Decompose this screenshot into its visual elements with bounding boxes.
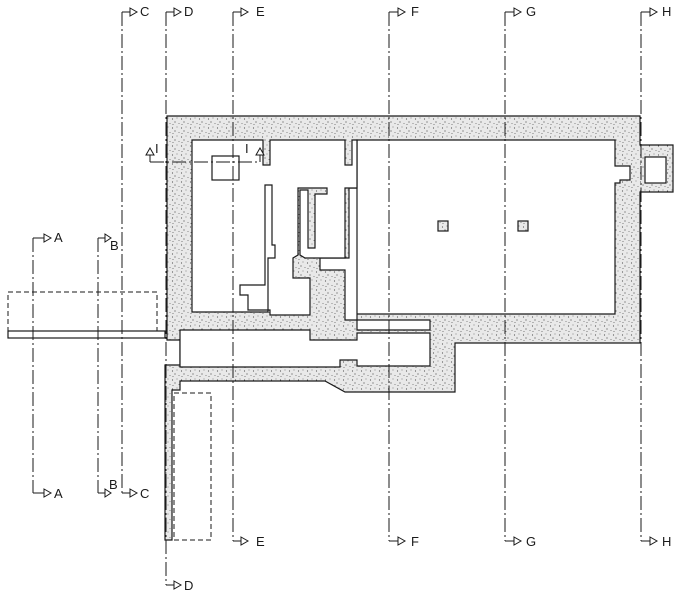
west-walkway: [7, 330, 166, 339]
column-1: [437, 220, 449, 232]
marker-i-right-arrow: [255, 146, 265, 162]
marker-h-top-label: H: [662, 4, 671, 19]
marker-d-bottom-arrow: [166, 580, 183, 590]
marker-g-top-label: G: [526, 4, 536, 19]
marker-c-bottom-label: C: [140, 486, 149, 501]
marker-d-bottom-label: D: [184, 578, 193, 593]
section-markers: A A B B C C D D E E F F G: [33, 4, 671, 593]
marker-d-top-label: D: [184, 4, 193, 19]
section-lines: [32, 12, 642, 585]
interior-square: [211, 155, 240, 181]
marker-e-bottom-arrow: [233, 536, 250, 546]
marker-a-top-label: A: [54, 230, 63, 245]
marker-b-bottom-arrow: [98, 488, 112, 498]
marker-e-top-arrow: [233, 7, 250, 17]
column-2: [517, 220, 529, 232]
marker-i-left-label: I: [155, 141, 159, 156]
marker-e-bottom-label: E: [256, 534, 265, 549]
marker-h-bottom-label: H: [662, 534, 671, 549]
marker-d-top-arrow: [166, 7, 183, 17]
building-walls: [164, 115, 674, 541]
marker-g-bottom-label: G: [526, 534, 536, 549]
marker-g-top-arrow: [505, 7, 523, 17]
south-platform-outline: [173, 392, 212, 541]
marker-h-bottom-arrow: [641, 536, 659, 546]
marker-f-top-arrow: [389, 7, 407, 17]
marker-f-bottom-arrow: [389, 536, 407, 546]
marker-b-bottom-label: B: [109, 477, 118, 492]
marker-a-bottom-label: A: [54, 486, 63, 501]
marker-c-top-arrow: [122, 7, 139, 17]
west-platform-outline: [7, 291, 158, 332]
marker-i-left-arrow: [145, 146, 155, 162]
south-corridor: [179, 329, 431, 368]
east-niche: [644, 156, 667, 184]
marker-f-top-label: F: [411, 4, 419, 19]
marker-f-bottom-label: F: [411, 534, 419, 549]
marker-b-top-arrow: [98, 233, 112, 243]
main-hall: [319, 139, 631, 331]
marker-i-right-label: I: [245, 141, 249, 156]
marker-a-top-arrow: [33, 233, 53, 243]
marker-a-bottom-arrow: [33, 488, 53, 498]
marker-e-top-label: E: [256, 4, 265, 19]
marker-g-bottom-arrow: [505, 536, 523, 546]
marker-h-top-arrow: [641, 7, 659, 17]
marker-c-bottom-arrow: [122, 488, 139, 498]
marker-c-top-label: C: [140, 4, 149, 19]
marker-b-top-label: B: [110, 238, 119, 253]
